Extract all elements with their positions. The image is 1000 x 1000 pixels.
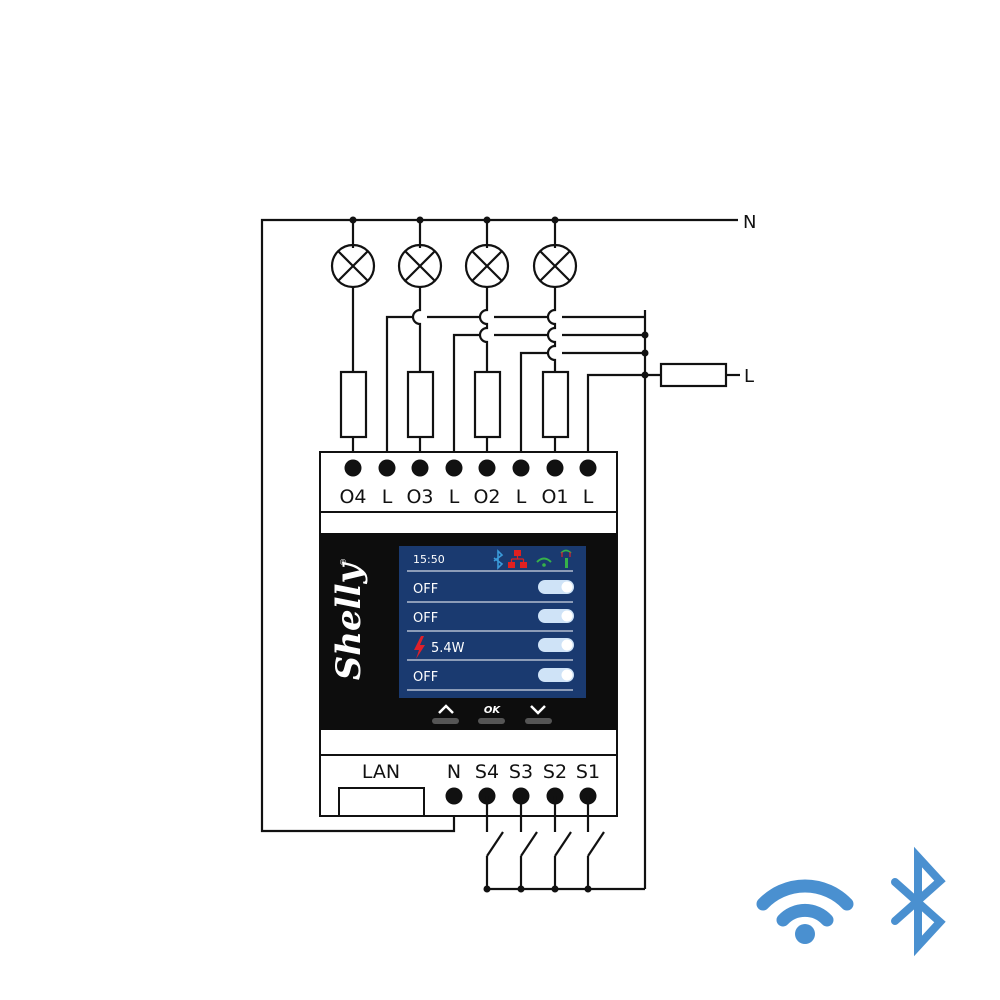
ok-label: OK xyxy=(484,705,502,716)
neutral-label: N xyxy=(743,212,756,233)
channel-1-toggle[interactable] xyxy=(538,580,574,594)
neutral-wiring xyxy=(260,216,738,833)
terminal-label-l: L xyxy=(382,486,393,508)
registered-mark: ® xyxy=(339,558,347,567)
fuse-1 xyxy=(541,370,570,439)
up-button[interactable] xyxy=(432,704,459,724)
lamp-1 xyxy=(532,243,578,289)
terminal-label-l: L xyxy=(516,486,527,508)
terminal-label-s1: S1 xyxy=(576,761,600,783)
lightning-icon xyxy=(414,636,425,659)
channel-row-1: OFF xyxy=(407,580,574,603)
terminal-label-o2: O2 xyxy=(473,486,500,508)
down-button[interactable] xyxy=(525,705,552,724)
terminal-label-l: L xyxy=(449,486,460,508)
channel-row-2: OFF xyxy=(407,609,574,632)
terminal-label-s2: S2 xyxy=(543,761,567,783)
lamp-3 xyxy=(397,243,443,289)
line-wiring xyxy=(385,310,740,889)
terminal-label-o3: O3 xyxy=(406,486,433,508)
wifi-icon xyxy=(756,879,854,944)
channel-1-status: OFF xyxy=(413,582,438,597)
lan-label: LAN xyxy=(362,761,400,783)
output-terminal-block: O4 L O3 L O2 L O1 L xyxy=(339,459,597,508)
channel-4-status: OFF xyxy=(413,670,438,685)
up-arrow-icon xyxy=(438,704,454,714)
fuse-4 xyxy=(339,370,368,439)
screen: 15:50 OFF xyxy=(399,546,586,698)
channel-2-status: OFF xyxy=(413,611,438,626)
bluetooth-icon xyxy=(493,549,504,570)
channel-row-3: 5.4W xyxy=(407,636,574,661)
wifi-icon xyxy=(536,557,552,567)
ethernet-icon xyxy=(508,550,527,568)
channel-4-toggle[interactable] xyxy=(538,668,574,682)
bluetooth-icon xyxy=(891,846,946,957)
lan-port xyxy=(338,787,425,817)
svg-text:Shelly: Shelly xyxy=(329,562,369,681)
terminal-label-s4: S4 xyxy=(475,761,499,783)
lamp-2 xyxy=(464,243,510,289)
terminal-label-s3: S3 xyxy=(509,761,533,783)
terminal-label-n: N xyxy=(447,761,461,783)
channel-3-power: 5.4W xyxy=(431,641,465,656)
screen-time: 15:50 xyxy=(413,553,445,566)
line-label: L xyxy=(744,366,754,387)
terminal-label-l: L xyxy=(583,486,594,508)
input-switches xyxy=(483,796,645,893)
ok-button[interactable]: OK xyxy=(478,705,505,724)
down-arrow-icon xyxy=(530,705,546,715)
fuse-3 xyxy=(406,370,435,439)
terminal-label-o1: O1 xyxy=(541,486,568,508)
lamp-4 xyxy=(330,243,376,289)
terminal-label-o4: O4 xyxy=(339,486,366,508)
shelly-logo: Shelly xyxy=(329,562,369,681)
fuse-2 xyxy=(473,370,502,439)
channel-2-toggle[interactable] xyxy=(538,609,574,623)
channel-row-4: OFF xyxy=(407,668,574,691)
antenna-icon xyxy=(560,549,572,568)
channel-3-toggle[interactable] xyxy=(538,638,574,652)
main-fuse xyxy=(659,362,728,388)
